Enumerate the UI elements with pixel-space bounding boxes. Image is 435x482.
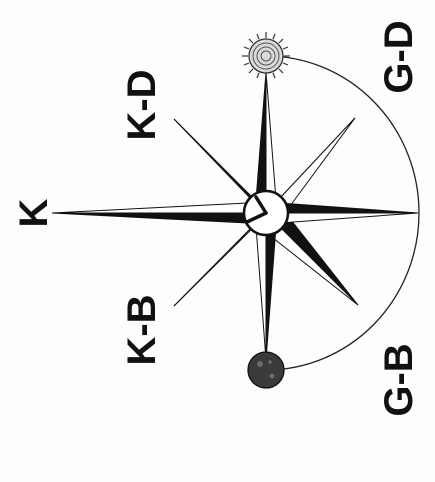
- cardinal-points: [52, 72, 418, 360]
- point-w-light: [52, 202, 266, 213]
- label-g-b: G-B: [377, 343, 421, 416]
- label-g-d: G-D: [377, 20, 421, 93]
- label-k: K: [12, 198, 56, 227]
- point-w-dark: [52, 213, 266, 224]
- label-k-b: K-B: [120, 294, 164, 365]
- label-k-d: K-D: [120, 69, 164, 140]
- moon-icon: [248, 352, 284, 388]
- sun-icon: [242, 32, 290, 80]
